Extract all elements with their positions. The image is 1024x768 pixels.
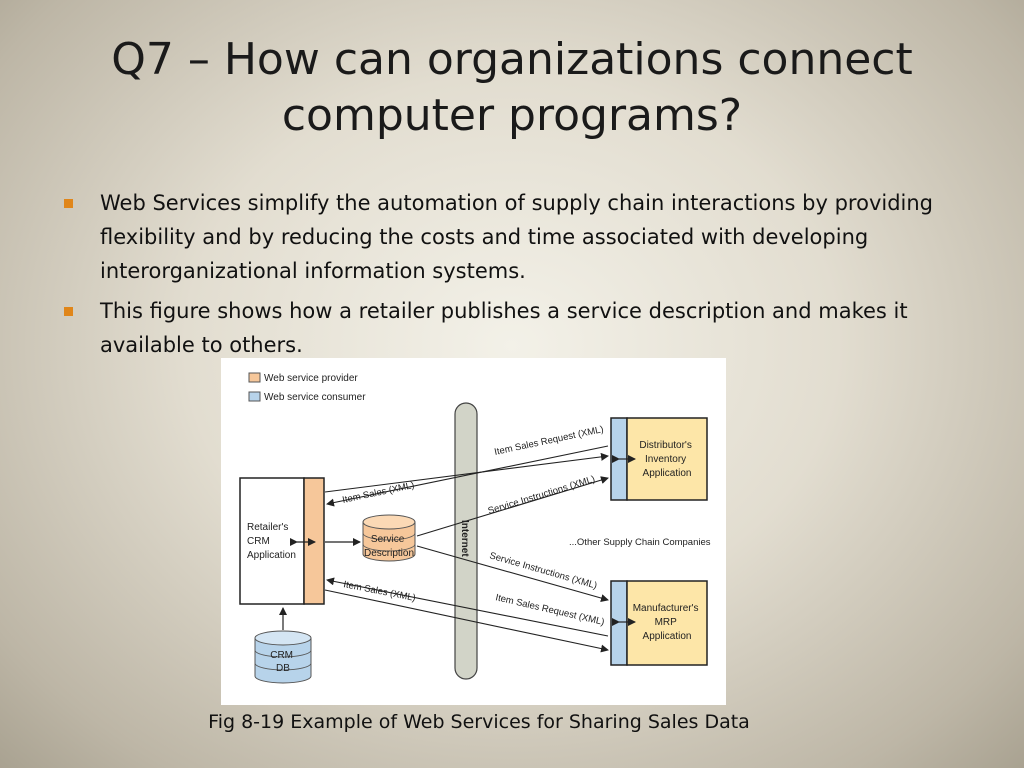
distributor-inventory-box <box>626 417 708 501</box>
bullet-list: Web Services simplify the automation of … <box>62 186 974 368</box>
service-instructions-bottom-arrow <box>416 545 609 602</box>
legend-provider-label: Web service provider <box>264 373 358 384</box>
diagram-canvas: Web service provider Web service consume… <box>239 372 711 684</box>
square-bullet-icon <box>64 307 73 316</box>
legend-provider-swatch <box>248 372 261 383</box>
bullet-text: This figure shows how a retailer publish… <box>100 299 908 357</box>
service-description-label: Service Description <box>364 534 414 559</box>
figure-caption: Fig 8-19 Example of Web Services for Sha… <box>208 711 750 733</box>
service-instructions-top-label: Service Instructions (XML) <box>487 474 597 517</box>
item-sales-top-label: Item Sales (XML) <box>341 480 415 506</box>
item-sales-request-bottom-label: Item Sales Request (XML) <box>494 592 605 628</box>
bullet-item: This figure shows how a retailer publish… <box>62 294 974 362</box>
manufacturer-label: Manufacturer's MRP Application <box>633 603 702 642</box>
bullet-item: Web Services simplify the automation of … <box>62 186 974 288</box>
square-bullet-icon <box>64 199 73 208</box>
item-sales-bottom-arrow <box>326 577 609 637</box>
slide-title: Q7 – How can organizations connect compu… <box>111 34 913 141</box>
legend-consumer-swatch <box>248 391 261 402</box>
manufacturer-mrp-box <box>626 580 708 666</box>
crm-db-label: CRM DB <box>270 650 296 674</box>
item-sales-request-bottom-arrow <box>324 589 609 653</box>
retailer-crm-label: Retailer's CRM Application <box>247 522 296 561</box>
retailer-provider-bar <box>303 477 325 605</box>
legend-consumer-label: Web service consumer <box>264 392 366 403</box>
item-sales-request-top-label: Item Sales Request (XML) <box>493 424 604 458</box>
crm-db-cylinder <box>254 630 312 684</box>
manufacturer-consumer-bar <box>610 580 628 666</box>
service-description-cylinder <box>362 514 416 562</box>
internet-label: Internet <box>459 520 470 557</box>
web-services-diagram: Web service provider Web service consume… <box>221 358 726 705</box>
other-companies-label: ...Other Supply Chain Companies <box>569 537 711 548</box>
internet-pipe <box>454 402 478 680</box>
item-sales-bottom-label: Item Sales (XML) <box>342 579 416 604</box>
bullet-text: Web Services simplify the automation of … <box>100 191 934 283</box>
item-sales-request-top-arrow <box>324 452 609 493</box>
item-sales-top-arrow <box>326 445 609 507</box>
service-instructions-top-arrow <box>416 476 609 537</box>
distributor-label: Distributor's Inventory Application <box>639 440 694 479</box>
